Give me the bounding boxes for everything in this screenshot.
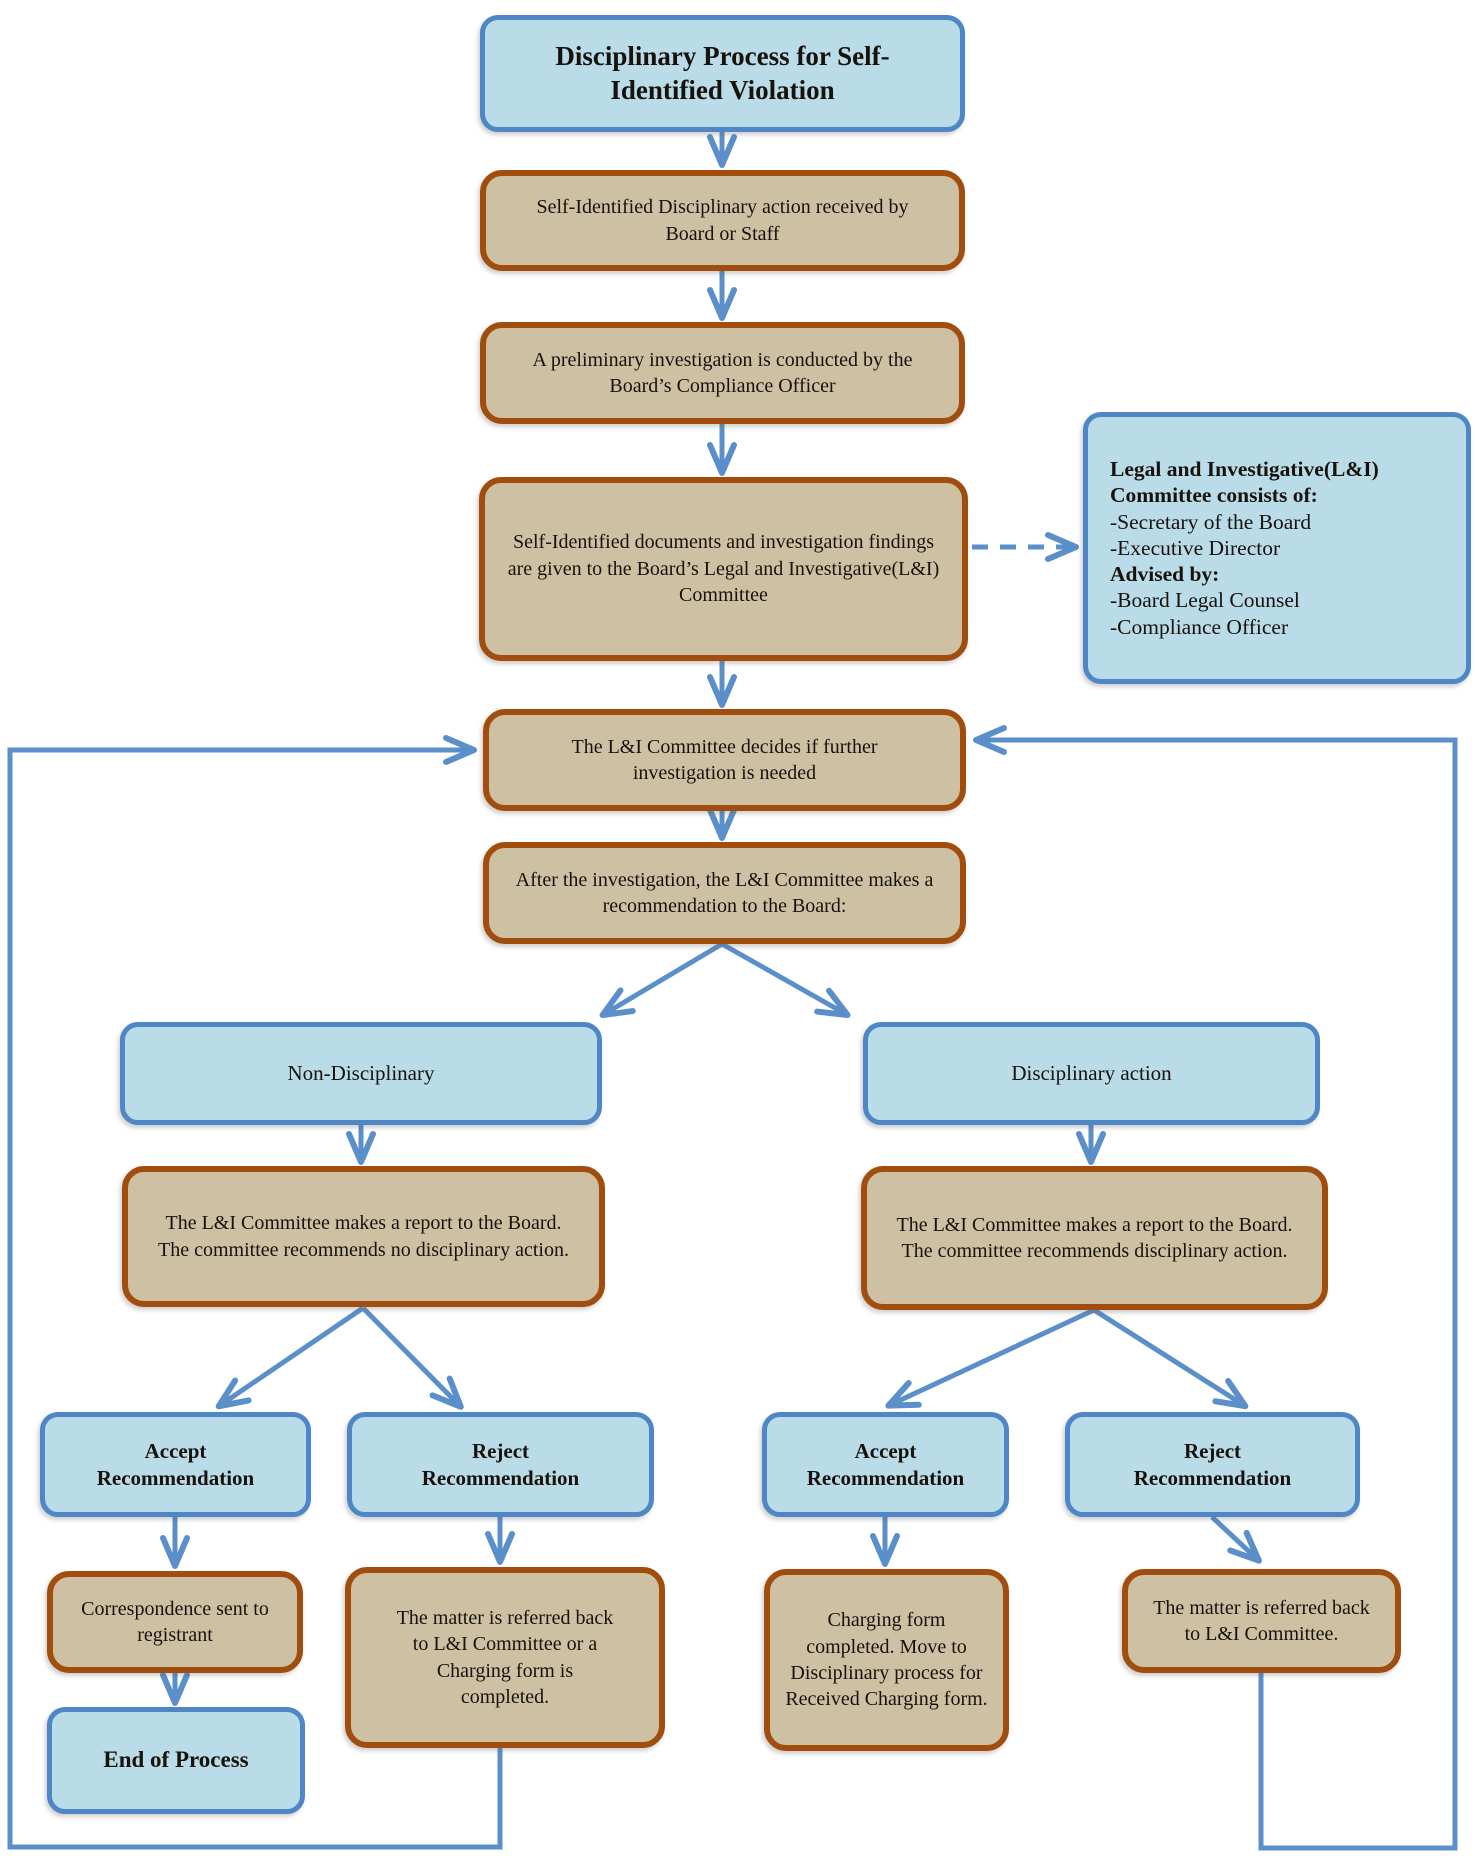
referred-or-charging-text: The matter is referred back to L&I Commi…: [396, 1606, 614, 1708]
arrow-report-to-accept-right: [885, 1307, 1096, 1409]
node-disciplinary-action: Disciplinary action: [863, 1022, 1320, 1125]
decides-text: The L&I Committee decides if further inv…: [571, 735, 878, 784]
node-report-no-action: The L&I Committee makes a report to the …: [122, 1166, 605, 1307]
node-end-of-process: End of Process: [47, 1707, 305, 1814]
committee-line: -Secretary of the Board: [1110, 509, 1312, 534]
node-non-disciplinary: Non-Disciplinary: [120, 1022, 602, 1125]
recommendation-text: After the investigation, the L&I Committ…: [515, 868, 934, 917]
title-text: Disciplinary Process for Self-Identified…: [555, 40, 890, 105]
node-documents-to-committee: Self-Identified documents and investigat…: [479, 477, 968, 661]
node-decides-further-investigation: The L&I Committee decides if further inv…: [483, 709, 966, 811]
node-charging-form: Charging form completed. Move to Discipl…: [764, 1569, 1009, 1751]
committee-line: -Executive Director: [1110, 535, 1281, 560]
reject-left-text: Reject Recommendation: [421, 1439, 580, 1490]
loop-left-back-to-decides: [7, 735, 503, 1850]
committee-info-text: Legal and Investigative(L&I) Committee c…: [1110, 456, 1379, 640]
non-disciplinary-text: Non-Disciplinary: [287, 1060, 435, 1085]
referred-back-text: The matter is referred back to L&I Commi…: [1153, 1596, 1370, 1645]
committee-line: Advised by:: [1110, 562, 1220, 587]
node-referred-back: The matter is referred back to L&I Commi…: [1122, 1569, 1401, 1673]
node-preliminary-investigation: A preliminary investigation is conducted…: [480, 322, 965, 424]
committee-line: Legal and Investigative(L&I): [1110, 457, 1379, 482]
arrow-report-to-reject-left: [361, 1306, 464, 1410]
arrow-split-to-disciplinary: [720, 941, 851, 1018]
node-committee-info: Legal and Investigative(L&I) Committee c…: [1083, 412, 1471, 684]
documents-text: Self-Identified documents and investigat…: [507, 531, 940, 607]
arrow-split-to-non-disciplinary: [599, 941, 724, 1019]
arrow-report-to-reject-right: [1092, 1307, 1249, 1410]
committee-line: -Compliance Officer: [1110, 614, 1289, 639]
received-text: Self-Identified Disciplinary action rece…: [536, 196, 909, 245]
node-referred-or-charging: The matter is referred back to L&I Commi…: [345, 1567, 665, 1748]
disciplinary-action-text: Disciplinary action: [1011, 1060, 1172, 1085]
node-title: Disciplinary Process for Self-Identified…: [480, 15, 965, 132]
charging-form-line: Move to Disciplinary process for Receive…: [785, 1635, 988, 1711]
node-received: Self-Identified Disciplinary action rece…: [480, 170, 965, 271]
end-of-process-text: End of Process: [103, 1747, 249, 1773]
report-no-action-text: The L&I Committee makes a report to the …: [158, 1212, 569, 1261]
charging-form-text: Charging form completed. Move to Discipl…: [784, 1607, 989, 1713]
charging-form-line: Charging form completed.: [806, 1609, 946, 1658]
reject-right-text: Reject Recommendation: [1133, 1439, 1292, 1490]
accept-right-text: Accept Recommendation: [806, 1439, 965, 1490]
node-recommendation: After the investigation, the L&I Committ…: [483, 842, 966, 944]
node-reject-recommendation-right: Reject Recommendation: [1065, 1412, 1360, 1517]
node-correspondence: Correspondence sent to registrant: [47, 1571, 303, 1673]
node-accept-recommendation-left: Accept Recommendation: [40, 1412, 311, 1517]
node-reject-recommendation-left: Reject Recommendation: [347, 1412, 654, 1517]
node-report-action: The L&I Committee makes a report to the …: [861, 1166, 1328, 1310]
arrow-report-to-accept-left: [215, 1305, 365, 1410]
node-accept-recommendation-right: Accept Recommendation: [762, 1412, 1009, 1517]
correspondence-text: Correspondence sent to registrant: [81, 1597, 269, 1646]
committee-line: -Board Legal Counsel: [1110, 588, 1300, 613]
accept-left-text: Accept Recommendation: [96, 1439, 255, 1490]
loop-right-back-to-decides: [973, 725, 1458, 1851]
report-action-text: The L&I Committee makes a report to the …: [896, 1213, 1293, 1262]
committee-line: Committee consists of:: [1110, 483, 1318, 508]
arrow-reject-to-referred-right: [1210, 1515, 1262, 1564]
preliminary-text: A preliminary investigation is conducted…: [532, 348, 913, 397]
